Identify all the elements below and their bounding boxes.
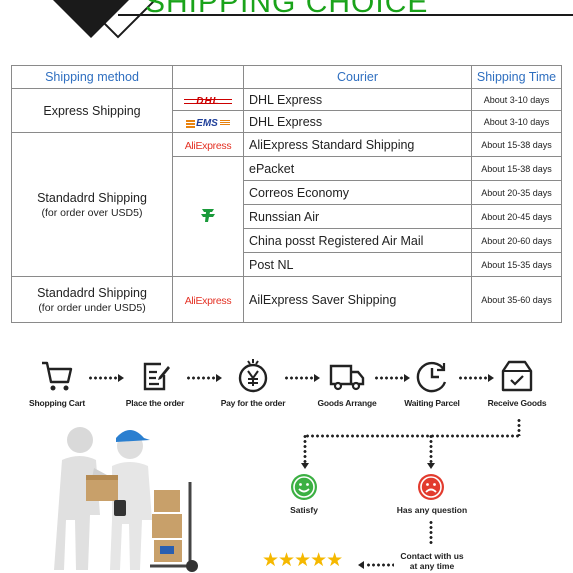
flow-arrow xyxy=(458,374,494,382)
shipping-time: About 3-10 days xyxy=(471,110,562,133)
china-post-logo-icon xyxy=(201,209,215,222)
method-standard-under: Standadrd Shipping (for order under USD5… xyxy=(11,276,173,323)
shipping-time: About 3-10 days xyxy=(471,88,562,111)
step-label: Receive Goods xyxy=(487,398,547,408)
method-standard-over: Standadrd Shipping (for order over USD5) xyxy=(11,132,173,277)
header-courier: Courier xyxy=(243,65,472,89)
shipping-table: Shipping method Courier Shipping Time Ex… xyxy=(11,65,562,323)
arrow-head xyxy=(358,561,364,569)
courier-name: AilExpress Saver Shipping xyxy=(243,276,472,323)
step-label: Pay for the order xyxy=(220,398,286,408)
sad-face-icon xyxy=(418,474,444,500)
flow-arrow xyxy=(284,374,320,382)
step-label: Goods Arrange xyxy=(317,398,377,408)
courier-name: ePacket xyxy=(243,156,472,181)
shipping-time: About 20-60 days xyxy=(471,228,562,253)
shopping-cart-icon xyxy=(42,361,73,391)
shipping-time: About 15-38 days xyxy=(471,156,562,181)
package-icon xyxy=(501,360,533,392)
courier-name: Correos Economy xyxy=(243,180,472,205)
courier-logo: AliExpress xyxy=(172,132,244,157)
method-sub-label: (for order under USD5) xyxy=(38,301,146,314)
connector-line xyxy=(366,563,394,567)
shipping-time: About 20-35 days xyxy=(471,180,562,205)
courier-logo: EMS xyxy=(172,110,244,133)
step-waiting-parcel: Waiting Parcel xyxy=(392,358,472,408)
ems-logo-icon: EMS xyxy=(186,118,230,129)
connector-line xyxy=(517,418,521,436)
contact-line-1: Contact with us xyxy=(400,551,464,561)
header-rule xyxy=(118,14,573,16)
courier-logo: DHL xyxy=(172,88,244,111)
clock-icon xyxy=(416,361,447,393)
satisfy-label: Satisfy xyxy=(290,505,318,515)
shipping-time: About 20-45 days xyxy=(471,204,562,229)
method-label: Standadrd Shipping xyxy=(37,190,147,205)
table-header-row: Shipping method Courier Shipping Time xyxy=(11,65,562,89)
table-row: ePacket About 15-38 days xyxy=(12,156,562,277)
flow-arrow xyxy=(374,374,410,382)
order-form-icon xyxy=(143,362,170,391)
courier-logo xyxy=(172,156,244,277)
delivery-people-illustration xyxy=(54,427,198,572)
flow-arrow xyxy=(186,374,222,382)
courier-name: China posst Registered Air Mail xyxy=(243,228,472,253)
step-label: Shopping Cart xyxy=(29,398,85,408)
table-row: Standadrd Shipping (for order under USD5… xyxy=(11,276,562,323)
page-header: SHIPPING CHOICE xyxy=(0,0,573,50)
method-label: Express Shipping xyxy=(43,103,141,118)
table-row: Runssian Air About 20-45 days xyxy=(12,204,562,229)
courier-name: Post NL xyxy=(243,252,472,277)
aliexpress-logo-icon: AliExpress xyxy=(184,294,232,307)
table-row: Express Shipping DHL DHL Express About 3… xyxy=(11,88,562,133)
step-place-order: Place the order xyxy=(115,358,195,408)
connector-line xyxy=(429,520,433,544)
happy-face-icon xyxy=(291,474,317,500)
yen-coin-icon xyxy=(238,359,268,393)
courier-name: AliExpress Standard Shipping xyxy=(243,132,472,157)
connector-line xyxy=(303,434,307,464)
courier-name: DHL Express xyxy=(243,110,472,133)
page-title: SHIPPING CHOICE xyxy=(145,0,429,19)
courier-name: DHL Express xyxy=(243,88,472,111)
step-label: Place the order xyxy=(125,398,185,408)
step-label: Waiting Parcel xyxy=(404,398,460,408)
dhl-logo-icon: DHL xyxy=(184,96,232,107)
shipping-time: About 35-60 days xyxy=(471,276,562,323)
step-pay-order: Pay for the order xyxy=(213,358,293,408)
rating-stars: ★★★★★ xyxy=(262,550,343,571)
header-shipping-time: Shipping Time xyxy=(471,65,562,89)
method-label: Standadrd Shipping xyxy=(37,285,147,300)
shipping-time: About 15-38 days xyxy=(471,132,562,157)
contact-label: Contact with us at any time xyxy=(396,551,468,571)
step-receive-goods: Receive Goods xyxy=(477,358,557,408)
arrow-head xyxy=(301,463,309,469)
connector-line xyxy=(429,434,433,464)
step-goods-arrange: Goods Arrange xyxy=(307,358,387,408)
flow-arrow xyxy=(88,374,124,382)
method-express: Express Shipping xyxy=(11,88,173,133)
arrow-head xyxy=(427,463,435,469)
step-shopping-cart: Shopping Cart xyxy=(17,358,97,408)
shipping-time: About 15-35 days xyxy=(471,252,562,277)
courier-logo: AliExpress xyxy=(172,276,244,323)
method-sub-label: (for order over USD5) xyxy=(41,206,143,219)
courier-name: Runssian Air xyxy=(243,204,472,229)
aliexpress-logo-icon: AliExpress xyxy=(184,139,232,152)
table-row: Standadrd Shipping (for order over USD5)… xyxy=(11,132,562,277)
truck-icon xyxy=(329,364,365,391)
header-shipping-method: Shipping method xyxy=(11,65,173,89)
connector-line xyxy=(305,434,520,438)
question-label: Has any question xyxy=(396,505,468,515)
header-logo xyxy=(172,65,244,89)
contact-line-2: at any time xyxy=(409,561,455,571)
